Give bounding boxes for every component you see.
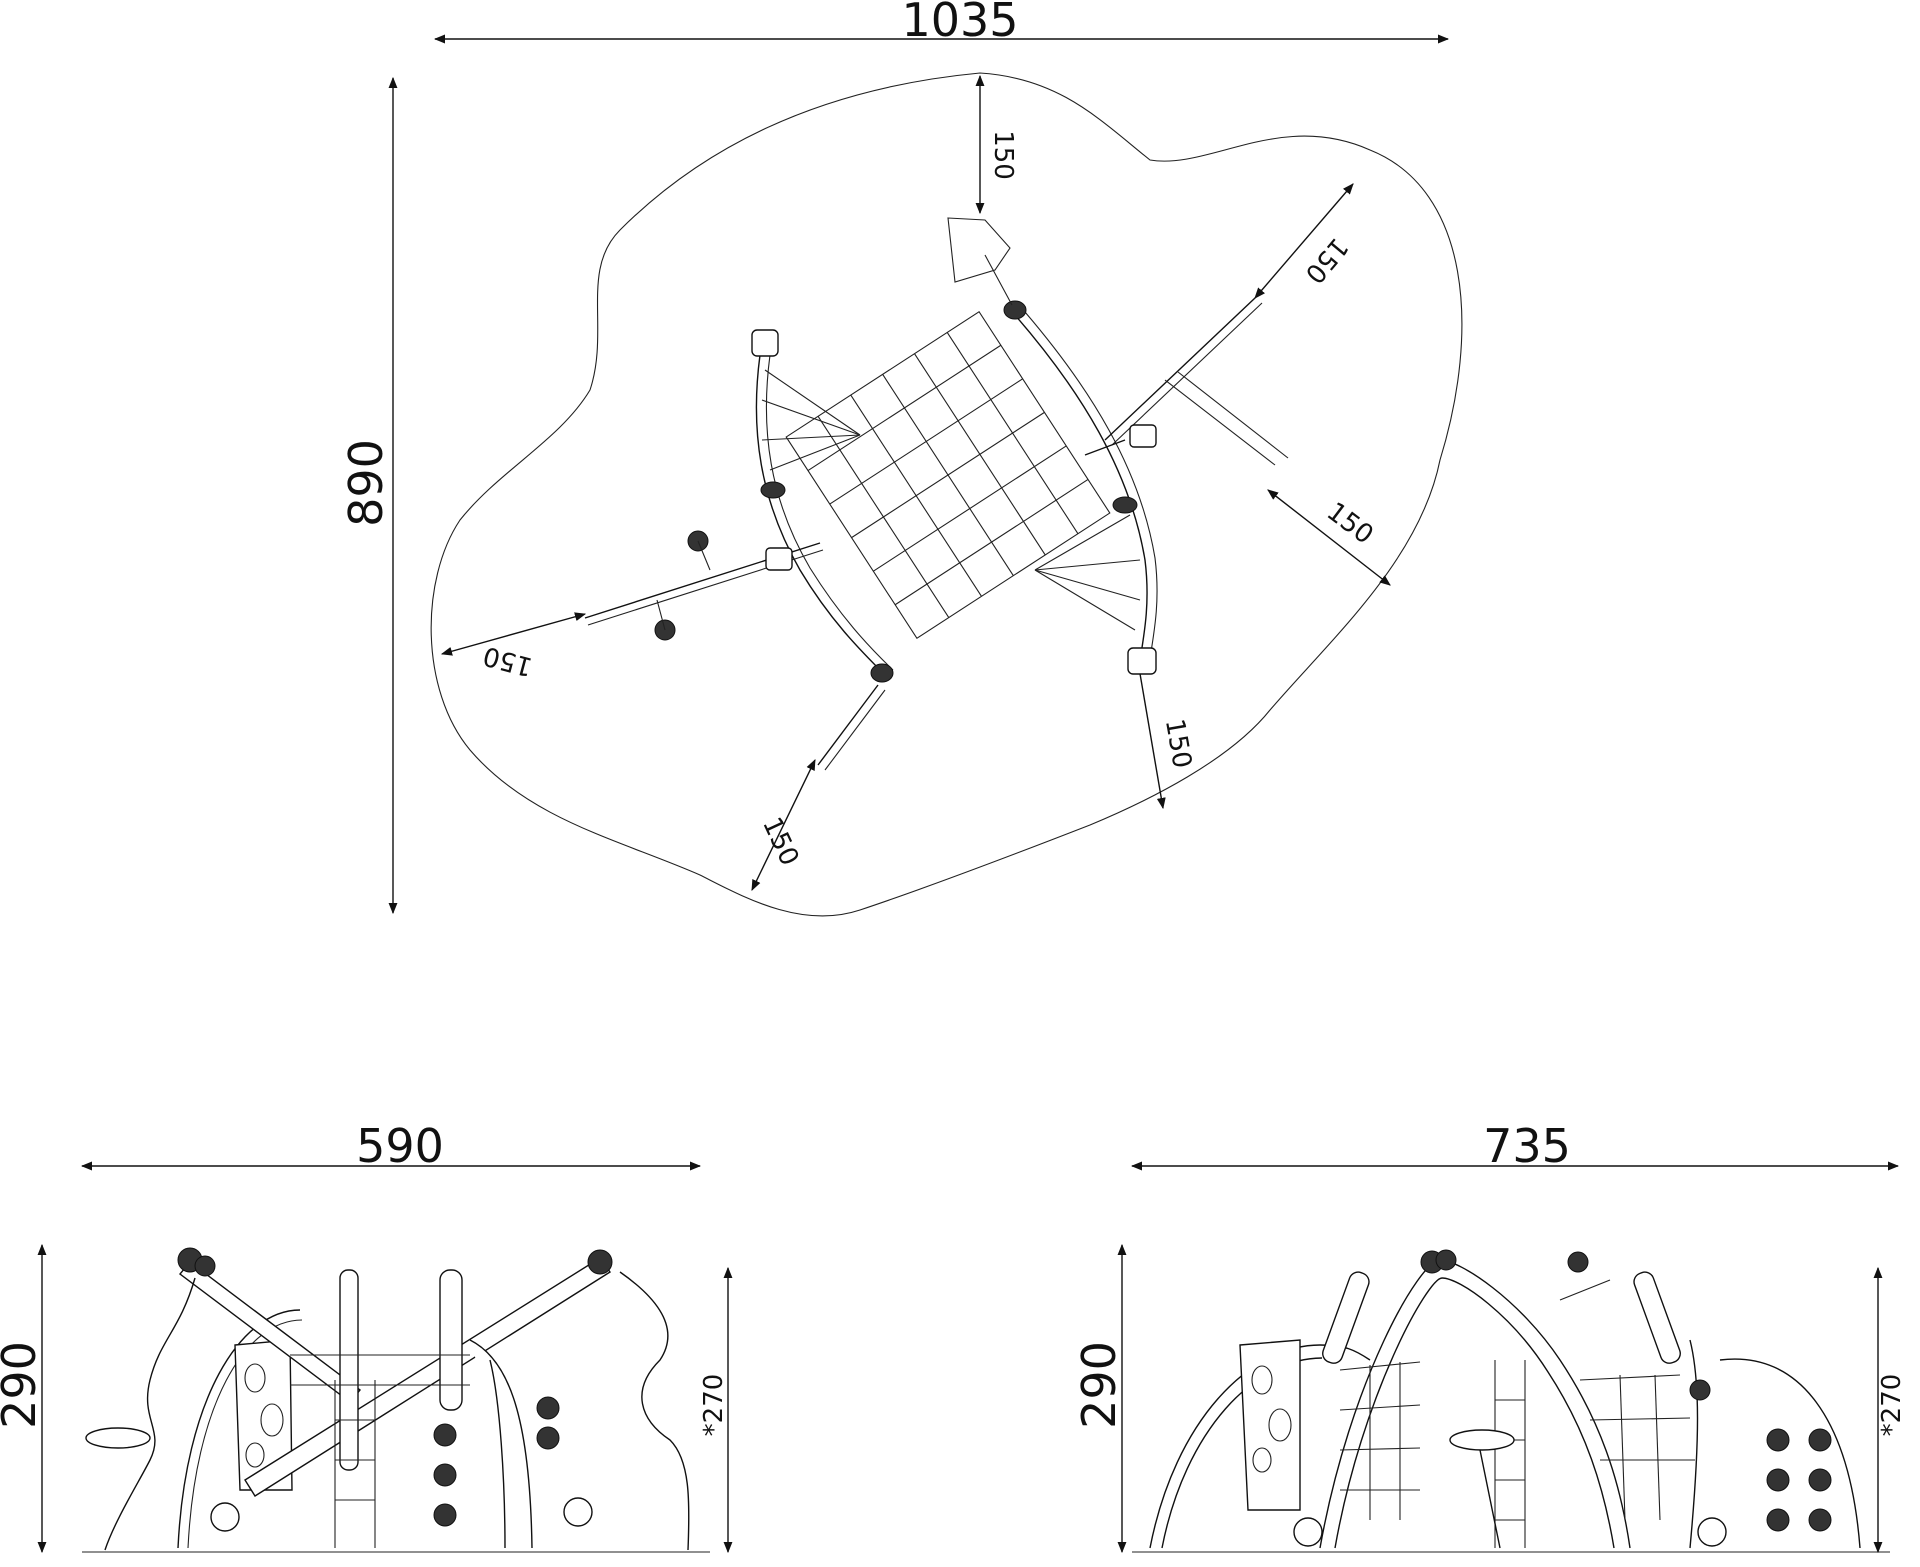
clearance-label-top: 150: [988, 130, 1018, 180]
left-height-label: 290: [0, 1341, 46, 1429]
joint-right: [1112, 496, 1138, 514]
side-view-left: 590 290 *270: [0, 1119, 733, 1554]
right-arc: [1014, 314, 1148, 661]
spinner-seat-right: [1449, 1429, 1515, 1451]
clearance-label-left: 150: [480, 640, 536, 682]
spinner-panel: [947, 217, 1011, 283]
joint-top: [1003, 300, 1027, 320]
structure-side-right: [1132, 1249, 1890, 1553]
safety-zone-outline: [430, 72, 1463, 917]
clearance-label-lower-left: 150: [756, 813, 804, 871]
clearance-line-upper-right: [1254, 183, 1354, 299]
side-net: [290, 1354, 470, 1548]
loop-rail: [619, 1271, 690, 1551]
right-width-label: 735: [1483, 1119, 1571, 1173]
post-cap-nw: [751, 329, 779, 357]
rope-fan-right: [1034, 514, 1141, 631]
beam-bottom: [817, 684, 879, 766]
structure-plan: [584, 217, 1289, 771]
left-fall-height-label: *270: [699, 1374, 729, 1437]
clearance-line-left: [440, 612, 587, 656]
top-width-label: 1035: [901, 0, 1018, 47]
clearance-label-lower-right: 150: [1159, 717, 1197, 771]
side-net-right: [1339, 1279, 1695, 1548]
left-arc: [755, 354, 886, 676]
joint-bottom: [870, 663, 894, 683]
clearance-label-right: 150: [1321, 497, 1379, 551]
left-width-label: 590: [356, 1119, 444, 1173]
right-diagonal-beam: [244, 1257, 612, 1497]
clearance-line-lower-left: [751, 758, 816, 892]
clearance-line-lower-right: [1135, 660, 1166, 810]
joint-left: [760, 481, 786, 499]
post-cap-se: [1127, 647, 1157, 675]
right-fall-height-label: *270: [1877, 1374, 1907, 1437]
right-height-label: 290: [1072, 1341, 1126, 1429]
rope-fan-left: [761, 369, 861, 471]
side-view-right: 735 290 *270: [1072, 1119, 1907, 1554]
structure-side-left: [82, 1247, 710, 1553]
right-small-arch: [1719, 1358, 1861, 1549]
clearance-line-right: [1267, 489, 1391, 586]
clearance-label-upper-right: 150: [1299, 231, 1354, 288]
climbing-net: [785, 310, 1111, 640]
top-height-label: 890: [339, 439, 393, 527]
spinner-seat: [85, 1427, 151, 1449]
beam-right: [1104, 297, 1256, 441]
top-view: 1035 890 150 150 150 150 150 150: [339, 0, 1463, 917]
wavy-rail: [104, 1277, 196, 1551]
